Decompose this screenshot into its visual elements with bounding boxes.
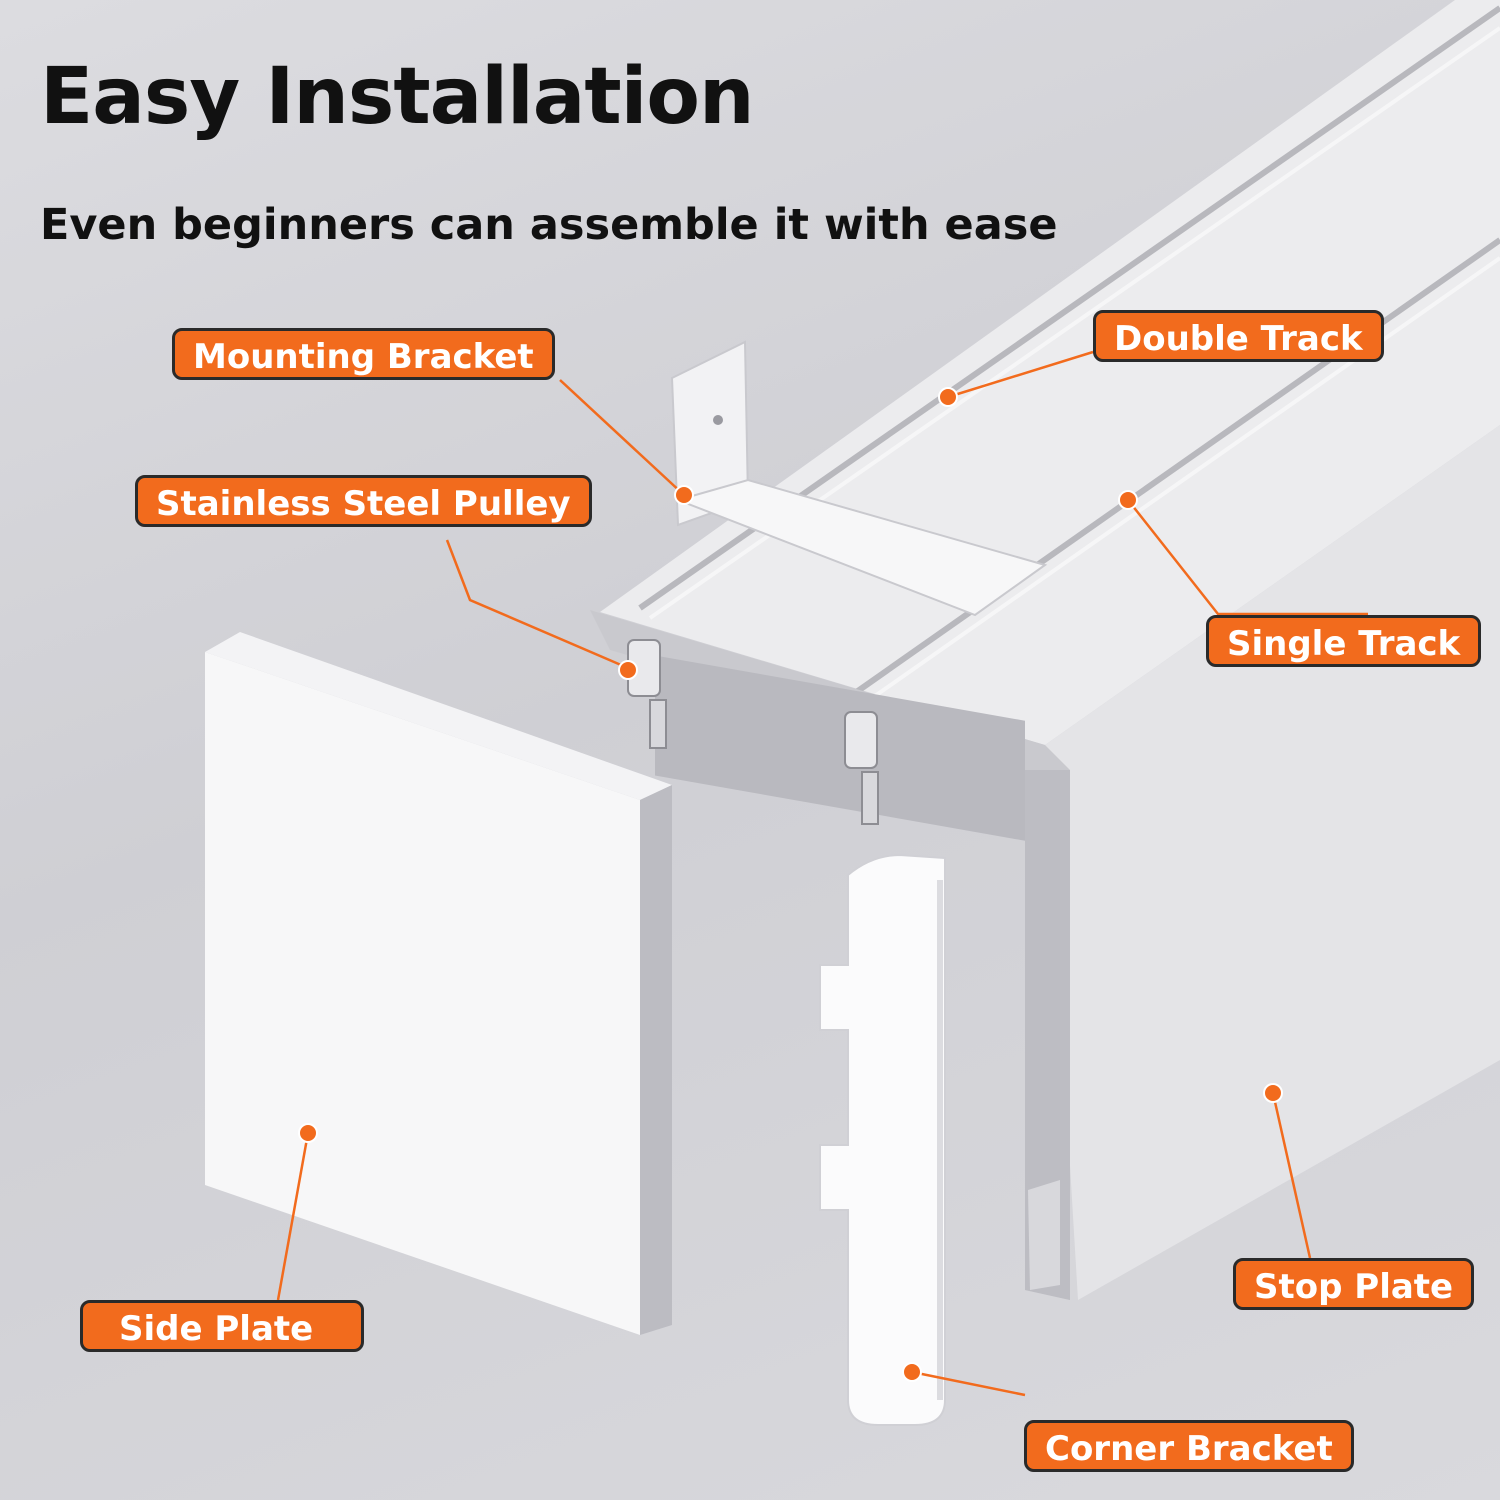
callout-side-plate: Side Plate xyxy=(80,1300,364,1352)
leader-side-plate xyxy=(276,1132,310,1301)
leader-stop-plate xyxy=(1271,1092,1312,1259)
mounting-bracket-horizontal xyxy=(674,478,1048,617)
callout-double-track: Double Track xyxy=(1093,310,1384,362)
leader-double-track xyxy=(947,350,1094,399)
dot-single-track xyxy=(1118,490,1138,510)
dot-mounting-bracket xyxy=(674,485,694,505)
page-subtitle: Even beginners can assemble it with ease xyxy=(40,200,1058,250)
side-plate-front xyxy=(205,652,640,1335)
page-title: Easy Installation xyxy=(40,52,754,142)
dot-pulley xyxy=(618,660,638,680)
dot-double-track xyxy=(938,387,958,407)
single-track-groove-2 xyxy=(853,256,1500,712)
dot-stop-plate xyxy=(1263,1083,1283,1103)
leader-pulley xyxy=(445,539,629,670)
dot-side-plate xyxy=(298,1123,318,1143)
dot-corner-bracket xyxy=(902,1362,922,1382)
callout-mounting-bracket: Mounting Bracket xyxy=(172,328,555,380)
corner-bracket-body xyxy=(819,853,946,1426)
leader-dots xyxy=(298,387,1283,1382)
side-plate-edge xyxy=(640,785,672,1335)
leader-lines xyxy=(276,350,1368,1397)
rail-inner-notch xyxy=(1028,1180,1060,1290)
leader-mounting-bracket xyxy=(559,379,685,496)
leader-corner-bracket xyxy=(911,1370,1026,1397)
rail-inner-wall xyxy=(1025,770,1070,1300)
single-track-groove xyxy=(843,237,1500,703)
callout-stop-plate: Stop Plate xyxy=(1233,1258,1475,1310)
callout-corner-bracket: Corner Bracket xyxy=(1024,1420,1354,1472)
mounting-bracket-hole xyxy=(713,415,723,425)
pulley-right-hook xyxy=(861,771,879,825)
callout-single-track: Single Track xyxy=(1206,615,1482,667)
pulley-right xyxy=(844,711,878,769)
leader-single-track xyxy=(1127,499,1368,616)
side-plate-face xyxy=(205,632,672,800)
callout-stainless-steel-pulley: Stainless Steel Pulley xyxy=(135,475,592,527)
rail-end-cavity xyxy=(655,655,1025,841)
pulley-left-hook xyxy=(649,699,667,749)
